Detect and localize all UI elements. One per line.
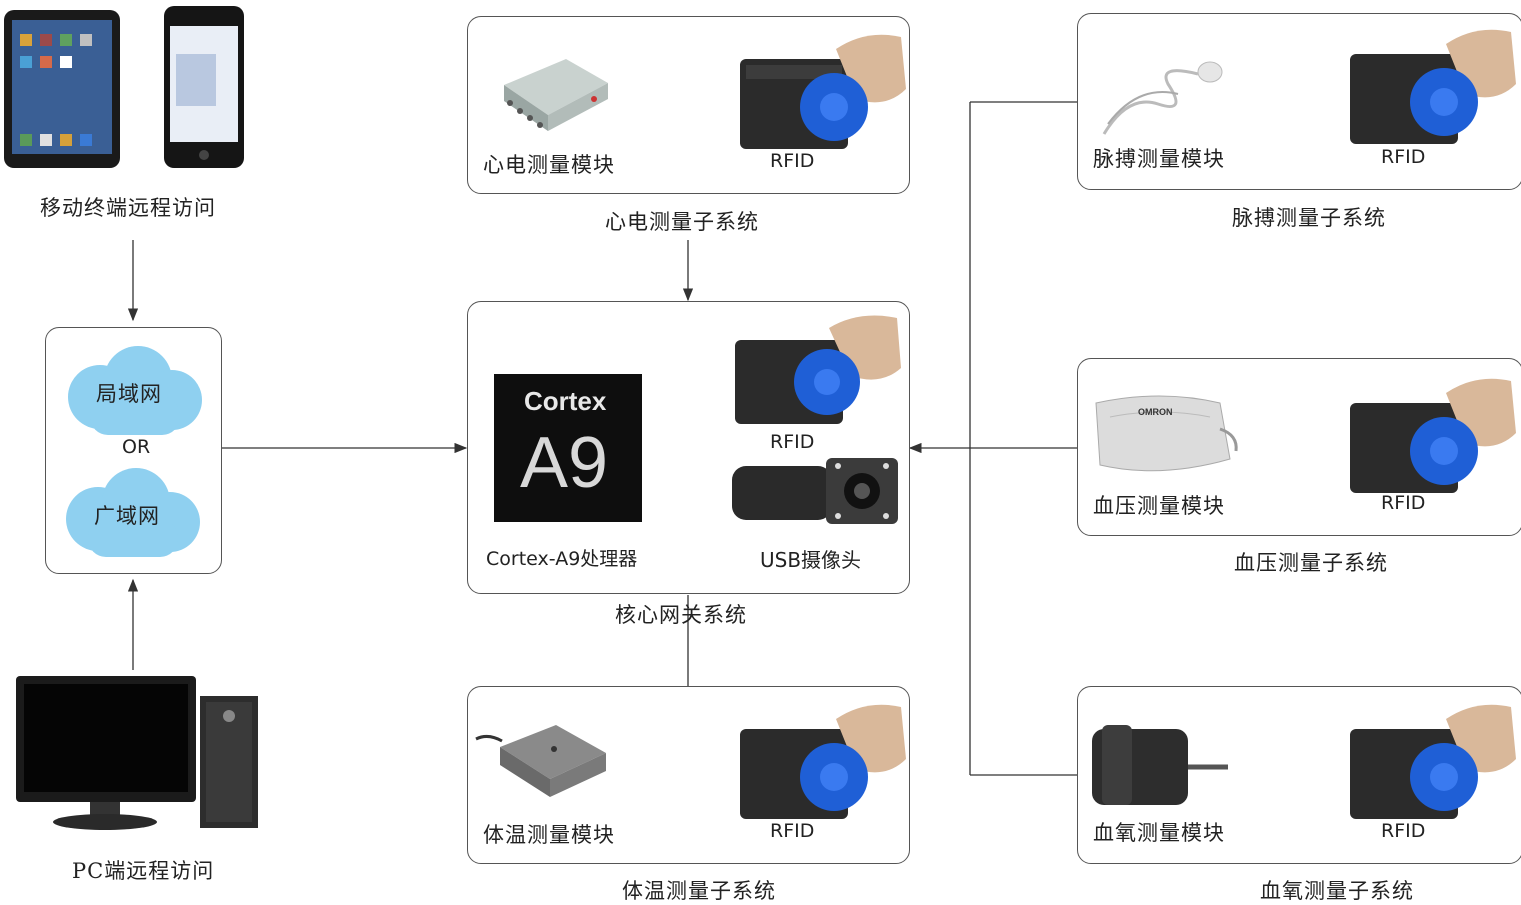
cortex-chip-image: Cortex A9 — [494, 374, 642, 522]
spo2-caption: 血氧测量子系统 — [1260, 879, 1414, 903]
core-caption: 核心网关系统 — [615, 603, 747, 627]
network-box: 局域网 OR 广域网 — [45, 327, 222, 574]
pulse-rfid-reader-image — [1350, 29, 1516, 144]
temp-caption: 体温测量子系统 — [622, 879, 776, 903]
temp-device-image — [475, 725, 606, 797]
ecg-caption: 心电测量子系统 — [605, 210, 759, 234]
spo2-box: 血氧测量模块 RFID — [1077, 686, 1521, 864]
lan-label: 局域网 — [96, 382, 162, 406]
temp-box: 体温测量模块 RFID — [467, 686, 910, 864]
spo2-rfid-reader-image — [1350, 704, 1516, 819]
cortex-brand: Cortex — [524, 386, 607, 416]
ecg-device-image — [504, 59, 608, 131]
spo2-rfid-label: RFID — [1381, 820, 1426, 842]
cortex-model: A9 — [520, 423, 609, 503]
spo2-module-label: 血氧测量模块 — [1093, 821, 1225, 845]
bp-rfid-label: RFID — [1381, 492, 1426, 514]
ecg-box: 心电测量模块 RFID — [467, 16, 910, 194]
bp-rfid-reader-image — [1350, 378, 1516, 493]
or-label: OR — [122, 436, 151, 458]
temp-module-label: 体温测量模块 — [483, 823, 615, 847]
tablet-phone-image — [4, 6, 244, 168]
temp-rfid-label: RFID — [770, 820, 815, 842]
cloud-wan-icon — [66, 468, 200, 557]
temp-rfid-reader-image — [740, 704, 906, 819]
cpu-label: Cortex-A9处理器 — [486, 548, 638, 570]
core-rfid-label: RFID — [770, 431, 815, 453]
pc-label: PC端远程访问 — [72, 859, 215, 883]
pc-image — [16, 676, 258, 830]
pulse-sensor-image — [1102, 61, 1223, 135]
ecg-rfid-label: RFID — [770, 150, 815, 172]
core-box: Cortex A9 RFID Cortex-A9处理器 USB摄像头 — [467, 301, 910, 594]
bp-cuff-image — [1095, 395, 1238, 472]
usb-camera-image — [732, 458, 898, 524]
pulse-caption: 脉搏测量子系统 — [1232, 206, 1386, 230]
ecg-module-label: 心电测量模块 — [483, 153, 615, 177]
bp-module-label: 血压测量模块 — [1093, 494, 1225, 518]
bp-box: OMRON 血压测量模块 RFID — [1077, 358, 1521, 536]
ecg-rfid-reader-image — [740, 34, 906, 149]
wan-label: 广域网 — [94, 504, 160, 528]
pulse-rfid-label: RFID — [1381, 146, 1426, 168]
cloud-lan-icon — [68, 346, 202, 435]
spo2-sensor-image — [1092, 725, 1228, 805]
mobile-label: 移动终端远程访问 — [40, 196, 216, 220]
omron-logo-text: OMRON — [1138, 407, 1173, 417]
pulse-module-label: 脉搏测量模块 — [1093, 147, 1225, 171]
camera-label: USB摄像头 — [760, 548, 862, 572]
core-rfid-reader-image — [735, 315, 901, 424]
bp-caption: 血压测量子系统 — [1234, 551, 1388, 575]
pulse-box: 脉搏测量模块 RFID — [1077, 13, 1521, 190]
